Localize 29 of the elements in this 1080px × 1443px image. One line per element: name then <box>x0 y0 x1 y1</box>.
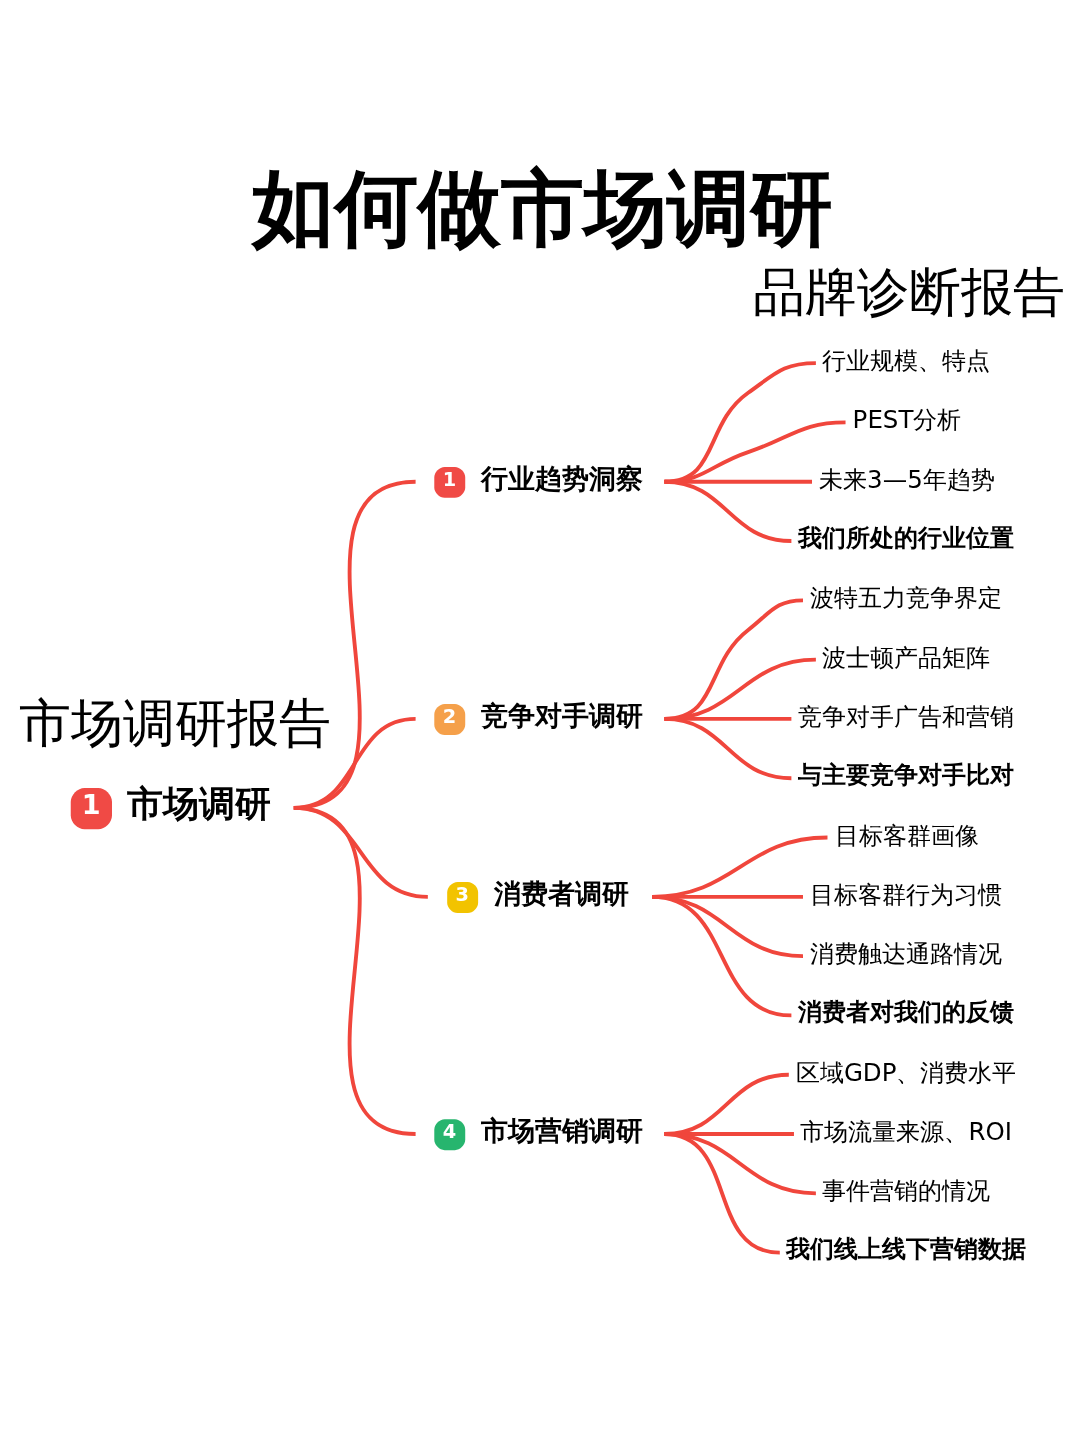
node-label: 市场营销调研 <box>480 1115 643 1147</box>
node-text: 与主要竞争对手比对 <box>798 759 1015 789</box>
node-text: 消费者对我们的反馈 <box>798 997 1015 1027</box>
node-label: 竞争对手调研 <box>480 700 643 732</box>
node-text: 竞争对手广告和营销 <box>798 701 1015 731</box>
node-text: 区域GDP、消费水平 <box>795 1057 1017 1087</box>
node-text: PEST分析 <box>852 405 962 435</box>
connector <box>651 894 792 1018</box>
node-label: 市场调研 <box>127 783 272 826</box>
node-label: 消费者调研 <box>493 878 629 910</box>
node-text: 我们所处的行业位置 <box>798 522 1015 552</box>
node-label: 行业趋势洞察 <box>480 462 643 494</box>
connector <box>293 805 416 1136</box>
node-text: 目标客群画像 <box>834 820 979 850</box>
node-text: 我们线上线下营销数据 <box>786 1234 1027 1264</box>
node-text: 波士顿产品矩阵 <box>822 642 991 672</box>
node-text: 消费触达通路情况 <box>810 939 1003 969</box>
diagram-title: 如何做市场调研 <box>251 160 833 257</box>
node-text: 目标客群行为习惯 <box>810 879 1003 909</box>
label: 市场调研报告 <box>18 692 331 753</box>
node-text: 事件营销的情况 <box>822 1176 991 1206</box>
connector <box>664 479 792 543</box>
node-text: 行业规模、特点 <box>822 346 991 376</box>
node-text: 波特五力竞争界定 <box>810 583 1003 613</box>
node-text: 未来3—5年趋势 <box>819 464 995 494</box>
connector <box>664 1132 781 1255</box>
connector <box>664 717 792 781</box>
label: 品牌诊断报告 <box>753 262 1066 323</box>
node-text: 市场流量来源、ROI <box>800 1117 1012 1147</box>
